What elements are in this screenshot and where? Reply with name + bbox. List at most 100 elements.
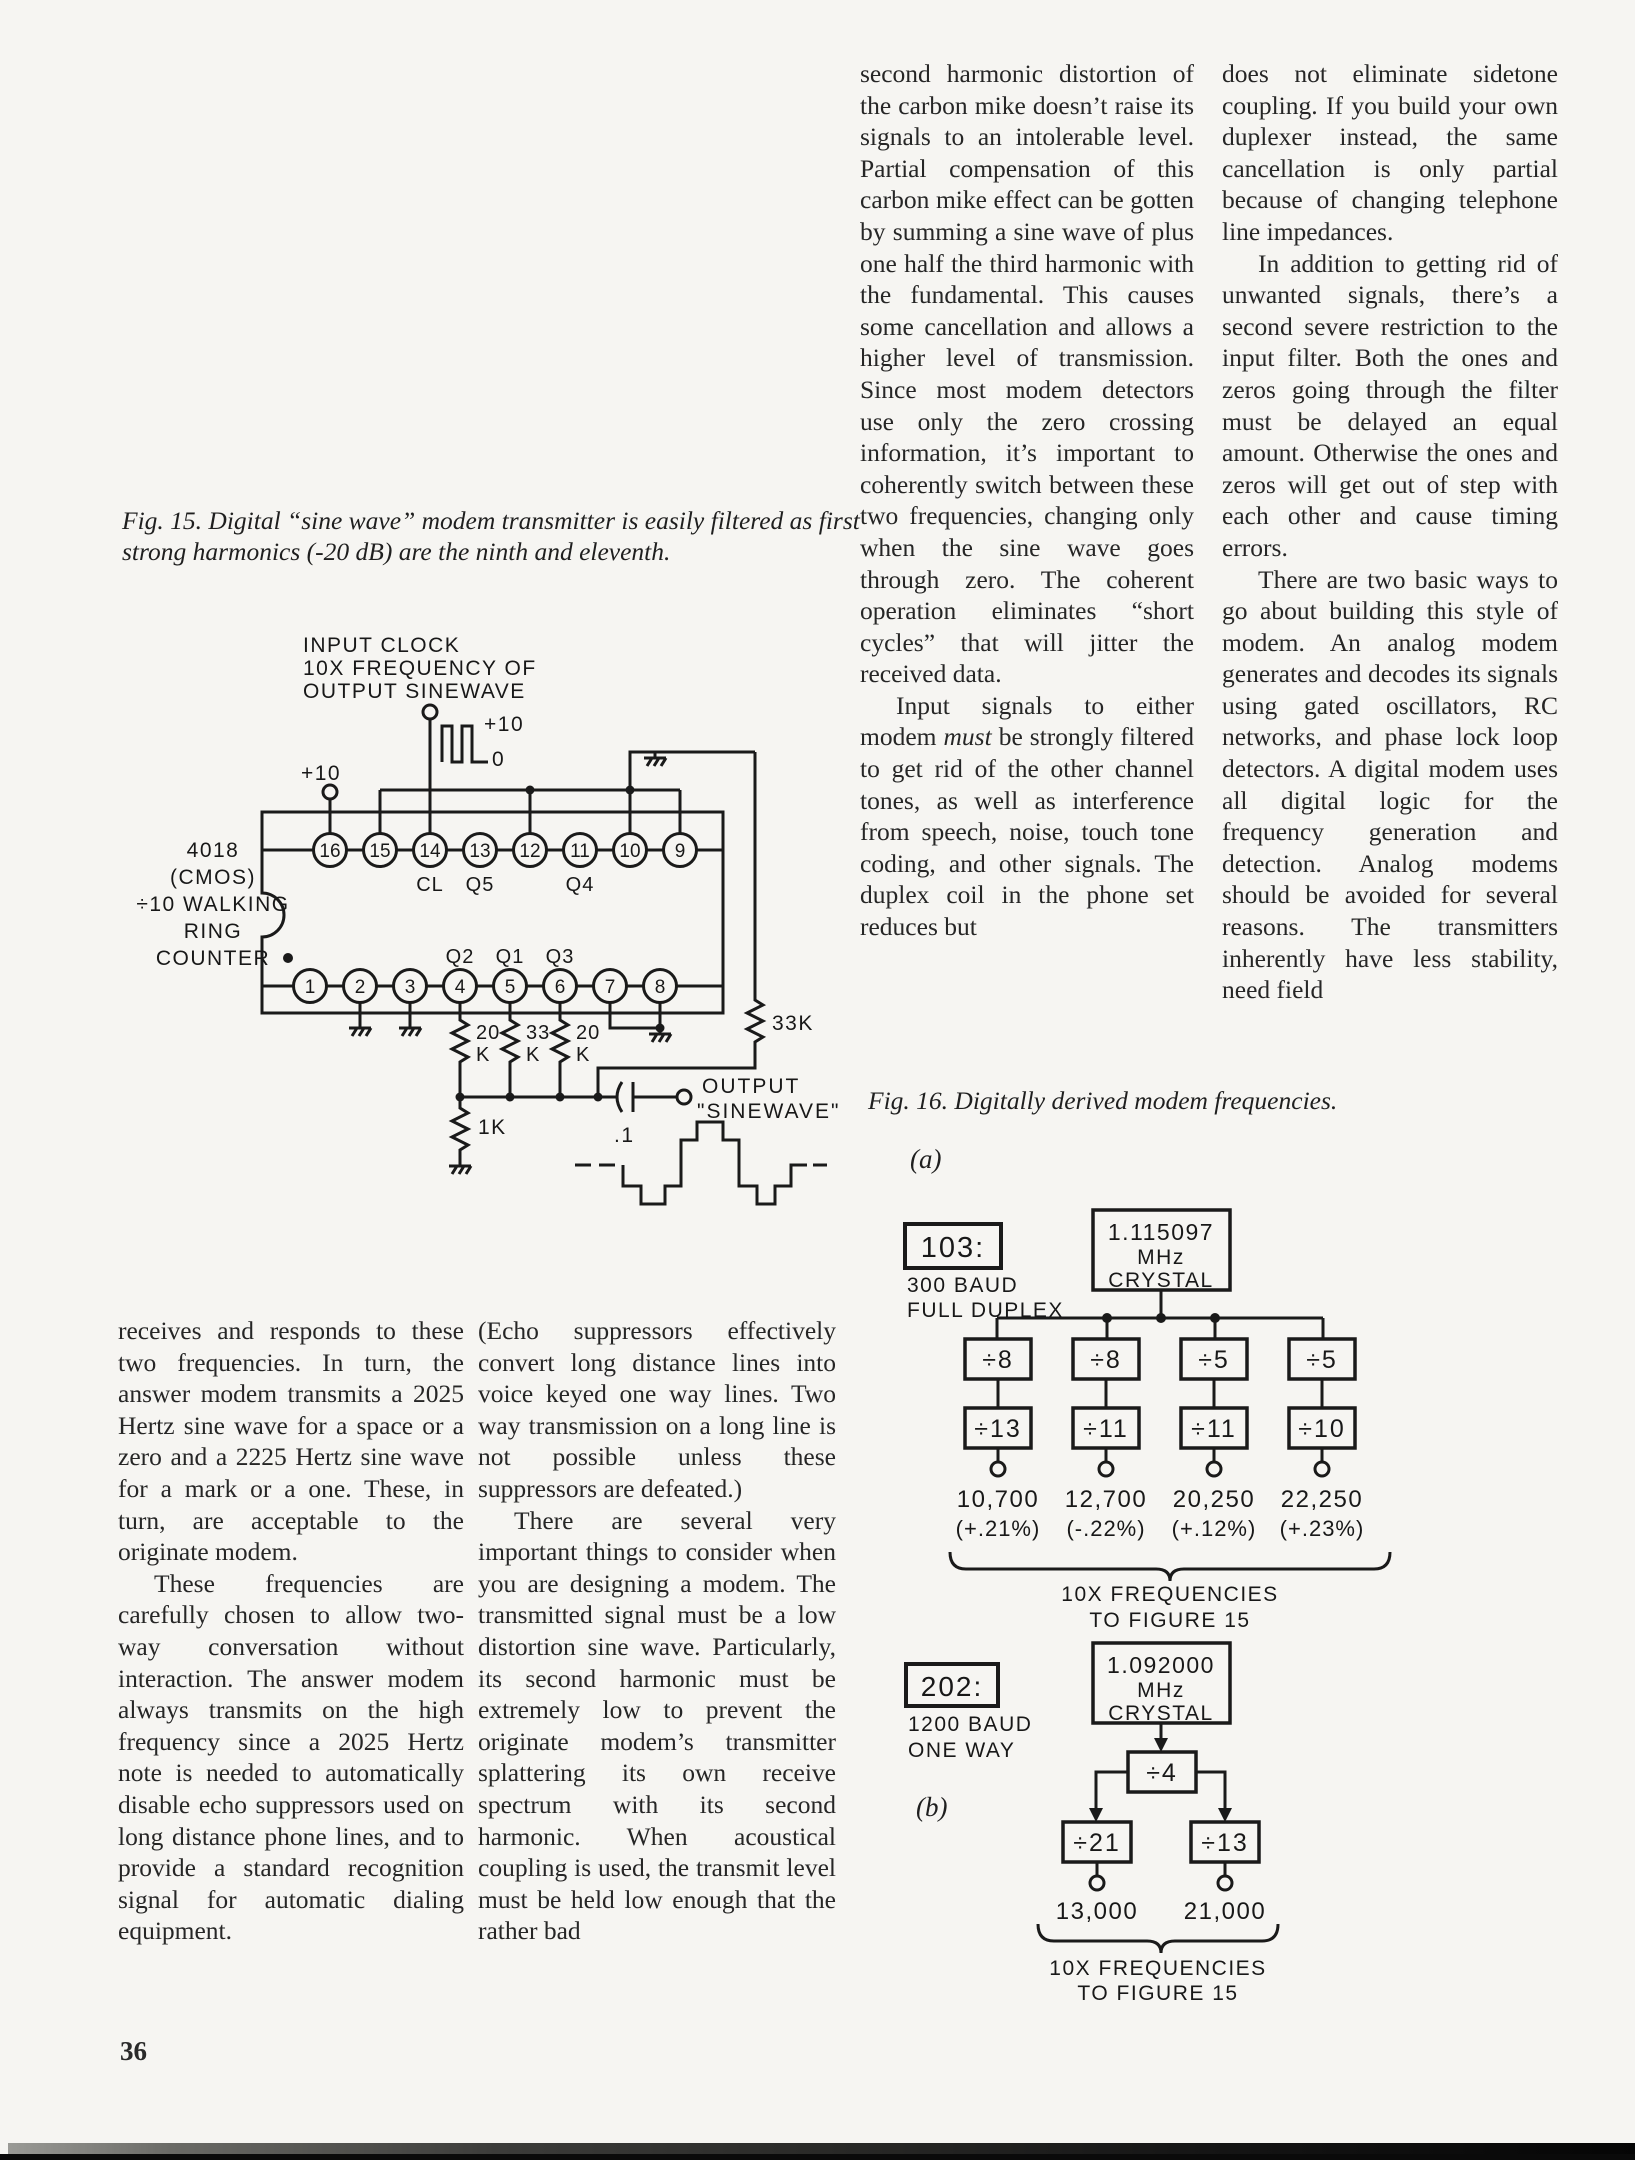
column-top-middle: second harmonic distortion of the carbon…: [860, 58, 1194, 943]
svg-text:(-.22%): (-.22%): [1066, 1516, 1145, 1541]
svg-text:(+.12%): (+.12%): [1172, 1516, 1257, 1541]
svg-text:÷10 WALKING: ÷10 WALKING: [136, 893, 289, 916]
paragraph: second harmonic distortion of the carbon…: [860, 58, 1194, 690]
pre-divider: ÷4: [1146, 1759, 1178, 1787]
text-run: be strongly filtered to get rid of the o…: [860, 722, 1194, 942]
text-run: These frequencies are carefully chosen t…: [118, 1568, 464, 1946]
note-line-1: 10X FREQUENCIES: [1061, 1583, 1278, 1606]
pin-10: 10: [619, 841, 640, 862]
crystal-box: [1091, 1641, 1232, 1725]
divider-row-2: ÷13 ÷11 ÷11 ÷10: [963, 1406, 1357, 1450]
pin-12: 12: [519, 841, 540, 862]
svg-text:33K: 33K: [772, 1012, 814, 1035]
pin-tag-q3: Q3: [546, 946, 575, 968]
junction-dots: [283, 785, 665, 1102]
crystal-freq: 1.092000: [1107, 1652, 1215, 1678]
column-bottom-middle: (Echo suppressors effectively convert lo…: [478, 1315, 836, 1947]
svg-text:33: 33: [526, 1022, 550, 1044]
ground-icon: [649, 1032, 673, 1043]
ground-icon: [449, 1164, 473, 1175]
output-frequencies: 10,700 12,700 20,250 22,250 (+.21%) (-.2…: [956, 1486, 1365, 1541]
svg-text:10,700: 10,700: [957, 1486, 1039, 1513]
pin-9: 9: [675, 841, 686, 862]
pin-13: 13: [469, 841, 490, 862]
pin-6: 6: [555, 977, 566, 998]
svg-text:(+.23%): (+.23%): [1280, 1516, 1365, 1541]
fig16b-wires: [1036, 1723, 1280, 1954]
pin-3: 3: [405, 977, 416, 998]
text-run: must: [943, 722, 992, 752]
fig15-caption: Fig. 15. Digital “sine wave” modem trans…: [122, 506, 860, 566]
arrow-down-icon: [1154, 1738, 1168, 1752]
column-bottom-left: receives and responds to these two frequ…: [118, 1315, 464, 1947]
crystal-box: [1091, 1208, 1232, 1292]
pin1-index-dot: [283, 953, 293, 963]
svg-text:1K: 1K: [478, 1116, 507, 1139]
text-run: There are several very important things …: [478, 1505, 836, 1946]
svg-text:22,250: 22,250: [1281, 1486, 1363, 1513]
svg-text:÷8: ÷8: [1090, 1346, 1122, 1374]
pin-tag-q4: Q4: [566, 874, 595, 896]
output-terminal: [1216, 1874, 1234, 1892]
text-run: (Echo suppressors effectively convert lo…: [478, 1316, 836, 1503]
pin-tag-q1: Q1: [496, 946, 525, 968]
ground-icon: [399, 1026, 423, 1037]
crystal-word: CRYSTAL: [1108, 1269, 1213, 1292]
fig16-caption: Fig. 16. Digitally derived modem frequen…: [868, 1086, 1338, 1115]
svg-text:K: K: [576, 1044, 590, 1066]
fig16a-label: (a): [910, 1144, 942, 1174]
divider-box: [1189, 1820, 1261, 1864]
svg-text:RING: RING: [184, 920, 243, 943]
pin-15: 15: [369, 841, 390, 862]
capacitor-icon: [615, 1081, 635, 1113]
svg-text:K: K: [526, 1044, 540, 1066]
column-top-right: does not eliminate sidetone coupling. If…: [1222, 58, 1558, 1006]
pin-tag-cl: CL: [416, 874, 444, 896]
divider-box: [1061, 1820, 1133, 1864]
input-clock-label-1: INPUT CLOCK: [303, 634, 460, 657]
page-number: 36: [120, 2036, 147, 2066]
mode-label-2: ONE WAY: [908, 1739, 1015, 1762]
svg-text:COUNTER: COUNTER: [156, 947, 270, 970]
staircase-sinewave-icon: [575, 1120, 827, 1206]
fig15-schematic: 16 15 14 13 12 11 10 9 1 2 3 4 5 6 7 8 I…: [136, 634, 840, 1206]
note-line-2: TO FIGURE 15: [1089, 1609, 1250, 1632]
svg-text:.1: .1: [614, 1124, 635, 1147]
ground-icon: [349, 1026, 373, 1037]
text-run: does not eliminate sidetone coupling. If…: [1222, 59, 1558, 246]
pin-8: 8: [655, 977, 666, 998]
arrow-down-icon: [1089, 1808, 1103, 1822]
modem-type-202: 202:: [921, 1671, 984, 1702]
pin-5: 5: [505, 977, 516, 998]
svg-text:÷10: ÷10: [1298, 1415, 1346, 1443]
modem-type-103: 103:: [921, 1232, 985, 1264]
text-run: There are two basic ways to go about bui…: [1222, 564, 1558, 1005]
output-frequency: 13,000: [1056, 1898, 1138, 1925]
text-run: receives and responds to these two frequ…: [118, 1316, 464, 1567]
crystal-mhz: MHz: [1137, 1246, 1185, 1269]
output-label-2: "SINEWAVE": [697, 1100, 840, 1123]
ground-icons: [349, 756, 673, 1175]
paragraph: receives and responds to these two frequ…: [118, 1315, 464, 1568]
mode-label-1: 300 BAUD: [907, 1274, 1018, 1297]
ic-outline: [260, 810, 725, 1015]
output-label-1: OUTPUT: [702, 1075, 800, 1098]
output-terminal: [1088, 1874, 1106, 1892]
fig16b-label: (b): [916, 1792, 948, 1822]
text-run: In addition to getting rid of unwanted s…: [1222, 248, 1558, 562]
svg-text:20: 20: [476, 1022, 500, 1044]
paragraph: These frequencies are carefully chosen t…: [118, 1568, 464, 1947]
svg-text:÷13: ÷13: [974, 1415, 1022, 1443]
fig16b-block-diagram: 202: 1200 BAUD ONE WAY 1.092000 MHz CRYS…: [904, 1641, 1280, 2005]
note-line-2: TO FIGURE 15: [1077, 1982, 1238, 2005]
ic-bottom-pins: 1 2 3 4 5 6 7 8: [292, 968, 678, 1004]
svg-text:K: K: [476, 1044, 490, 1066]
paragraph: There are two basic ways to go about bui…: [1222, 564, 1558, 1006]
crystal-mhz: MHz: [1137, 1679, 1185, 1702]
note-line-1: 10X FREQUENCIES: [1049, 1957, 1266, 1980]
output-frequency: 21,000: [1184, 1898, 1266, 1925]
clock-waveform-icon: [440, 724, 488, 764]
svg-text:20: 20: [576, 1022, 600, 1044]
svg-text:÷8: ÷8: [982, 1346, 1014, 1374]
crystal-word: CRYSTAL: [1108, 1702, 1213, 1725]
